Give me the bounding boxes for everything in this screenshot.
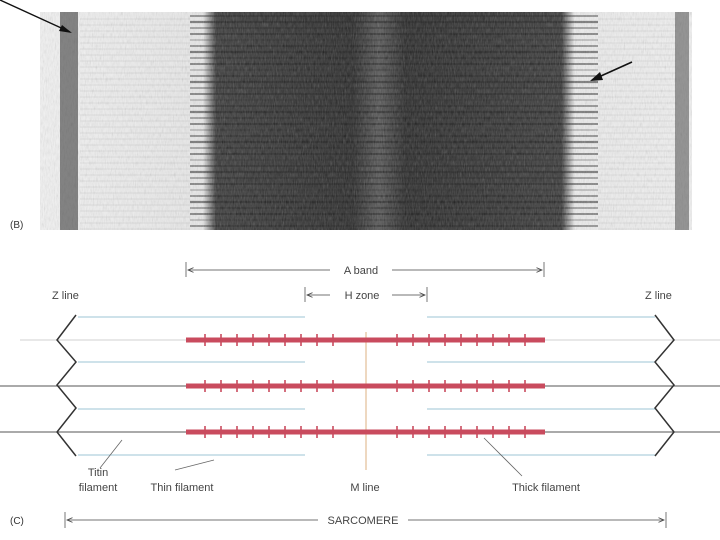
micrograph-pointer-arrow-left — [0, 0, 71, 33]
panel-label-c: (C) — [10, 516, 24, 527]
m-line-label: M line — [350, 482, 379, 494]
z-line-right — [654, 314, 675, 457]
sarcomere-label: SARCOMERE — [328, 515, 399, 527]
h-zone-label: H zone — [345, 290, 380, 302]
z-line-right-label: Z line — [645, 290, 672, 302]
titin-label-line2: filament — [79, 482, 118, 494]
micrograph-z-line-left — [60, 12, 78, 230]
thick-filament-label: Thick filament — [512, 482, 580, 494]
a-band-label: A band — [344, 265, 378, 277]
h-zone-dimension: H zone — [304, 287, 428, 302]
electron-micrograph — [0, 0, 692, 230]
sarcomere-diagram: A band H zone Z line Z line Titin filame… — [0, 262, 720, 528]
titin-leader-line — [99, 439, 123, 469]
thick-filament-leader-line — [483, 437, 523, 477]
z-line-left — [56, 314, 77, 457]
titin-label-line1: Titin — [88, 467, 108, 479]
thin-filaments — [78, 316, 655, 456]
a-band-dimension: A band — [185, 262, 545, 277]
thick-filament — [186, 380, 545, 392]
panel-label-b: (B) — [10, 220, 23, 231]
micrograph-z-line-right — [675, 12, 689, 230]
thick-filament — [186, 334, 545, 346]
thin-filament-label: Thin filament — [151, 482, 214, 494]
z-line-left-label: Z line — [52, 290, 79, 302]
sarcomere-dimension: SARCOMERE — [64, 512, 667, 528]
thick-filament — [186, 426, 545, 438]
thick-filaments — [186, 334, 545, 438]
thin-filament-leader-line — [174, 459, 215, 471]
